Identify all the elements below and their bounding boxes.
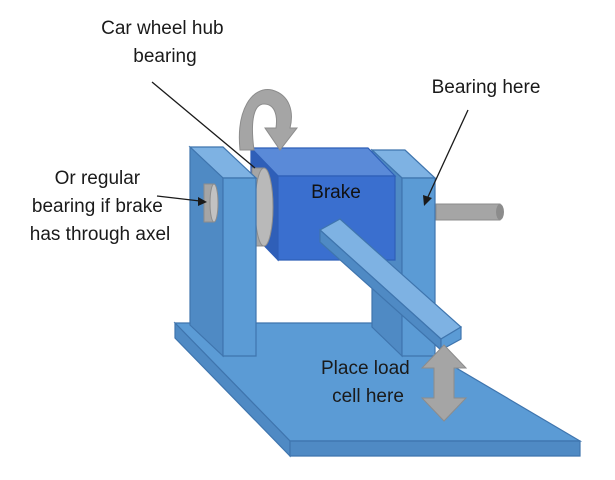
brake-label: Brake [311, 182, 361, 203]
regular-bearing-label: Or regular bearing if brake has through … [30, 168, 171, 245]
hub-bearing-label: Car wheel hub bearing [101, 18, 229, 67]
axle-shaft [435, 203, 504, 221]
bearing-here-arrowhead-icon [423, 195, 432, 206]
load-cell-label: Place load cell here [321, 358, 415, 407]
regular-bearing-leader-line [156, 195, 201, 202]
left-support-pillar [188, 145, 258, 358]
bearing-here-label: Bearing here [432, 77, 541, 98]
bearing-here-leader-line [426, 109, 469, 200]
regular-bearing-part [203, 183, 219, 223]
regular-bearing-arrowhead-icon [198, 197, 207, 206]
torque-arm [318, 218, 463, 352]
hub-bearing-leader-line [151, 81, 256, 169]
base-plate [173, 321, 583, 458]
rotation-arrow-icon [238, 89, 299, 151]
load-cell-double-arrow-icon [420, 344, 468, 422]
